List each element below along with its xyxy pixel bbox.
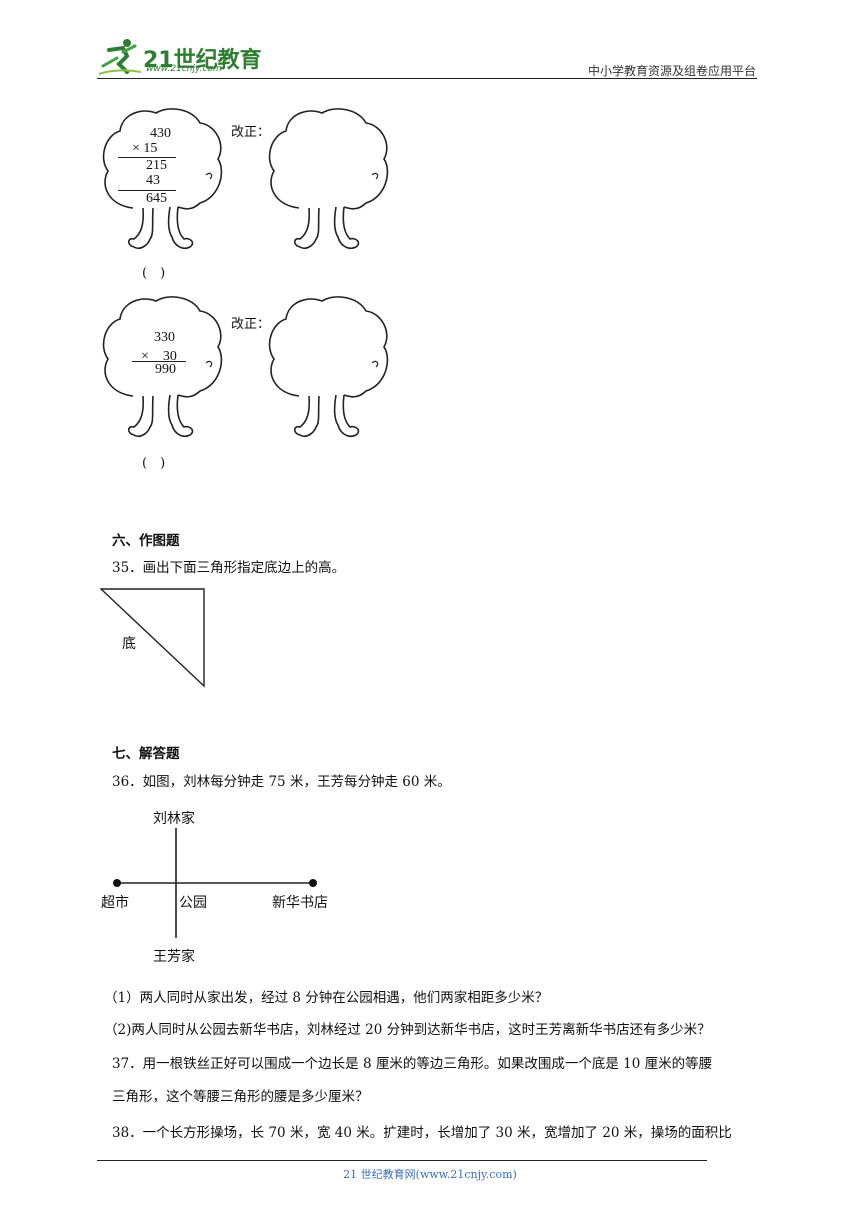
triangle-figure[interactable] [99,588,206,688]
footer-divider [97,1160,707,1161]
tree1-line-4: 43 [146,173,160,188]
header-platform-text: 中小学教育资源及组卷应用平台 [587,64,756,78]
tree2-line-1: 330 [154,330,175,345]
question-36: 36．如图，刘林每分钟走 75 米，王芳每分钟走 60 米。 [112,774,451,790]
triangle-base-label: 底 [122,636,136,652]
section-7-title: 七、解答题 [112,746,180,762]
question-37-line-1: 37．用一根铁丝正好可以围成一个边长是 8 厘米的等边三角形。如果改围成一个底是… [112,1056,713,1072]
tree1-rule-1 [118,157,176,158]
right-triangle-icon [99,588,205,688]
logo [97,36,143,76]
map-label-park: 公园 [179,895,207,911]
tree-1-correction[interactable] [264,105,394,257]
question-36-2: （2)两人同时从公园去新华书店，刘林经过 20 分钟到达新华书店，这时王芳离新华… [104,1022,711,1038]
logo-url: www.21cnjy.com [146,64,222,74]
tree-2-correction[interactable] [264,293,394,445]
tree-outline-icon [268,108,389,250]
tree2-line-2: × 30 [141,349,177,364]
question-37-line-2: 三角形，这个等腰三角形的腰是多少厘米？ [112,1089,369,1105]
supermarket-point [113,879,121,887]
logo-title: 21世纪教育 [143,48,262,73]
bookstore-point [309,879,317,887]
tree1-rule-2 [118,190,176,191]
map-label-bookstore: 新华书店 [272,895,328,911]
question-36-1: （1）两人同时从家出发，经过 8 分钟在公园相遇，他们两家相距多少米？ [104,990,549,1006]
tree1-correction-label: 改正： [231,125,271,140]
tree2-correction-label: 改正： [231,317,271,332]
tree2-line-3: 990 [155,362,176,377]
tree-outline-icon [102,108,223,250]
map-lines-icon [113,828,317,938]
tree-2 [98,293,228,445]
section-6-title: 六、作图题 [112,533,180,549]
map-label-supermarket: 超市 [101,895,129,911]
map-label-liulin-home: 刘林家 [153,811,195,827]
question-38: 38．一个长方形操场，长 70 米，宽 40 米。扩建时，长增加了 30 米，宽… [112,1125,732,1141]
question-35: 35．画出下面三角形指定底边上的高。 [112,560,346,576]
tree-outline-icon [102,296,223,438]
tree2-answer-paren[interactable]: ( ) [142,456,166,471]
tree-1 [98,105,228,257]
tree1-line-5: 645 [146,191,167,206]
tree-outline-icon [268,296,389,438]
tree1-answer-paren[interactable]: ( ) [142,266,166,281]
map-diagram [100,806,340,966]
header-divider [97,78,757,79]
footer-text: 21 世纪教育网(www.21cnjy.com) [343,1168,517,1181]
tree1-line-3: 215 [146,158,167,173]
tree2-rule-1 [132,361,186,362]
tree1-line-2: × 15 [132,141,158,156]
tree1-line-1: 430 [150,126,171,141]
map-label-wangfang-home: 王芳家 [153,949,195,965]
runner-logo-icon [98,39,142,75]
